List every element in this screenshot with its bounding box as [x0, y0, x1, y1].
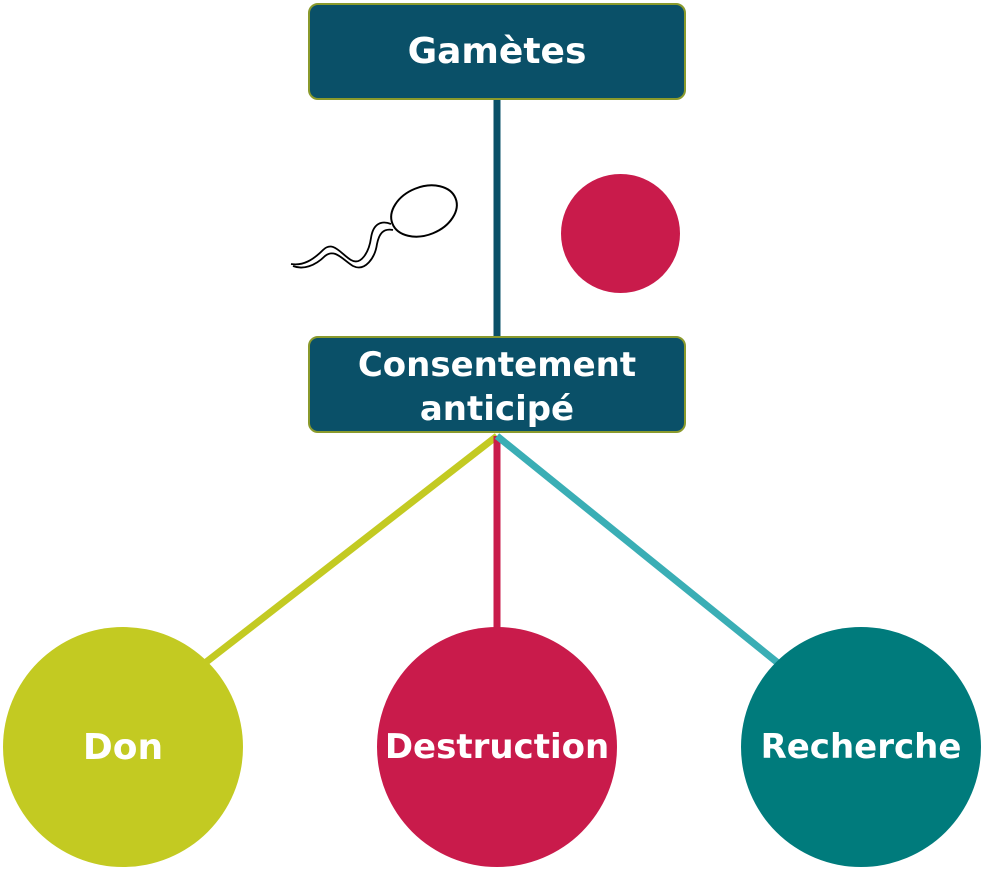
destruction-label: Destruction — [384, 727, 610, 767]
don-circle: Don — [3, 627, 243, 867]
ovum-icon — [561, 174, 680, 293]
connector-don — [202, 433, 500, 666]
consentement-label-line1: Consentement — [357, 344, 637, 385]
gametes-box: Gamètes — [308, 3, 686, 100]
gametes-label: Gamètes — [407, 31, 587, 72]
connector-recherche — [494, 433, 781, 666]
destruction-circle: Destruction — [377, 627, 617, 867]
don-label: Don — [82, 726, 164, 768]
recherche-label: Recherche — [760, 727, 962, 767]
consentement-label-line2: anticipé — [419, 388, 575, 429]
recherche-circle: Recherche — [741, 627, 981, 867]
consentement-box: Consentement anticipé — [308, 336, 686, 433]
sperm-icon — [290, 184, 458, 269]
